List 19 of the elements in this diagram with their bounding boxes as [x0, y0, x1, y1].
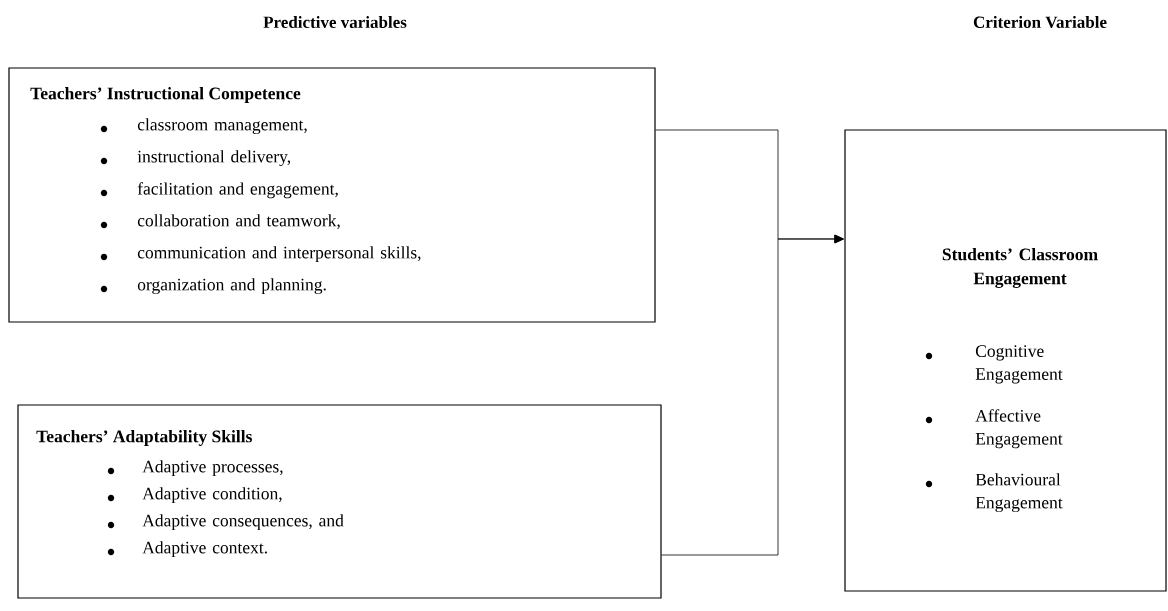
bullet-item: facilitation and engagement, — [100, 182, 338, 199]
arrow — [661, 234, 844, 556]
box-heading: Teachers’ Instructional Competence — [30, 87, 301, 103]
bullet-item: instructional delivery, — [100, 150, 291, 167]
bullet-item: Adaptive consequences, and — [107, 514, 344, 531]
box-heading: Students’ Classroom Engagement — [942, 248, 1098, 288]
bullet-item: collaboration and teamwork, — [100, 214, 340, 230]
bullet-item: Behavioural Engagement — [925, 473, 1063, 513]
column-heading: Predictive variables — [263, 16, 407, 28]
bullet-item: organization and planning. — [100, 278, 326, 295]
bullet-item: Adaptive context. — [107, 541, 267, 558]
bullet-item: Affective Engagement — [925, 409, 1063, 449]
bullet-item: Adaptive processes, — [107, 460, 283, 477]
column-heading: Criterion Variable — [973, 15, 1107, 28]
bullet-item: Adaptive condition, — [107, 487, 282, 504]
box-heading: Teachers’ Adaptability Skills — [36, 430, 252, 446]
bullet-item: communication and interpersonal skills, — [100, 246, 421, 263]
bullet-item: classroom management, — [100, 118, 307, 135]
bullet-item: Cognitive Engagement — [925, 345, 1063, 384]
